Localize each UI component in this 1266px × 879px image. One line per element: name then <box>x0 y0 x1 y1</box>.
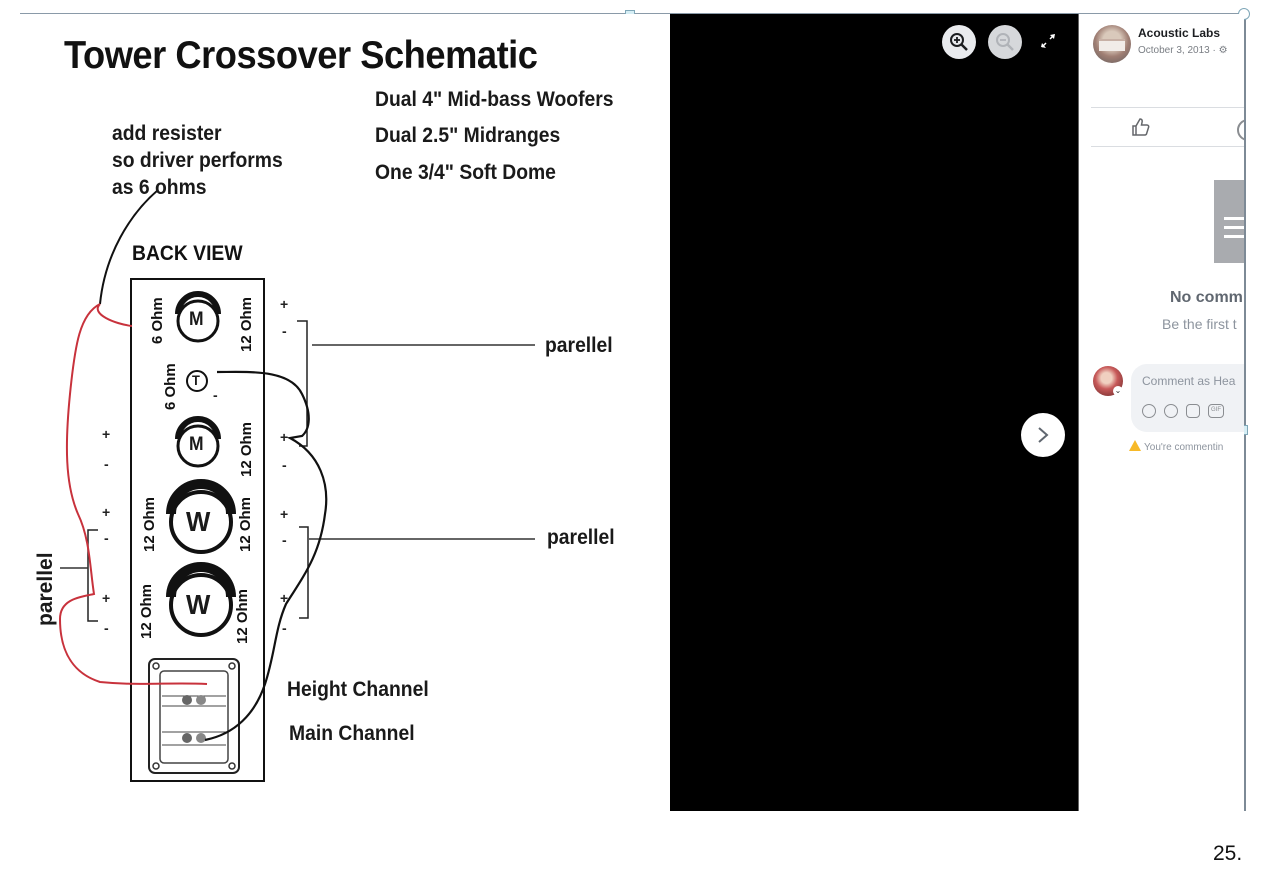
chevron-right-icon <box>1038 427 1049 443</box>
minus-mark: - <box>104 620 109 636</box>
plus-mark: + <box>102 504 111 520</box>
wire-height-channel <box>58 303 208 685</box>
page-number: 25. <box>1213 842 1243 865</box>
terminal-plate <box>148 658 240 774</box>
zoom-out-button[interactable] <box>988 25 1022 59</box>
note-line: as 6 ohms <box>112 176 207 199</box>
minus-mark: - <box>213 387 218 403</box>
fullscreen-icon[interactable] <box>1040 33 1056 49</box>
divider <box>1091 107 1244 108</box>
spec-tweeter: One 3/4" Soft Dome <box>375 161 556 184</box>
ohm-label: 12 Ohm <box>238 296 255 352</box>
height-channel-label: Height Channel <box>287 678 429 701</box>
driver-letter: W <box>186 506 211 537</box>
comment-input[interactable]: Comment as Hea GIF <box>1131 364 1244 432</box>
camera-icon[interactable] <box>1186 404 1200 418</box>
emoji-icon[interactable] <box>1164 404 1178 418</box>
driver-woofer-2 <box>166 562 236 637</box>
spec-woofers: Dual 4" Mid-bass Woofers <box>375 88 614 111</box>
divider <box>1091 146 1244 147</box>
driver-midrange-1 <box>175 291 221 343</box>
parallel-label-lower: parellel <box>547 526 615 549</box>
minus-mark: - <box>282 323 287 339</box>
ohm-label: 6 Ohm <box>162 363 179 410</box>
bracket-lower <box>299 526 309 619</box>
comment-placeholder: Comment as Hea <box>1142 374 1236 388</box>
driver-letter: W <box>186 589 211 620</box>
warning-icon <box>1129 440 1141 451</box>
zoom-in-icon <box>950 33 968 51</box>
plus-mark: + <box>280 506 289 522</box>
main-channel-label: Main Channel <box>289 722 415 745</box>
cabinet-outline <box>130 278 265 782</box>
driver-letter: M <box>189 434 204 455</box>
note-line: add resister <box>112 122 222 145</box>
resistor-note: add resister so driver performs as 6 ohm… <box>112 120 283 201</box>
plus-mark: + <box>280 590 289 606</box>
plus-mark: + <box>280 429 289 445</box>
driver-midrange-2 <box>175 416 221 468</box>
minus-mark: - <box>282 620 287 636</box>
spec-midranges: Dual 2.5" Midranges <box>375 124 561 147</box>
schematic-drawing <box>58 189 535 782</box>
next-photo-button[interactable] <box>1021 413 1065 457</box>
minus-mark: - <box>104 456 109 472</box>
bracket-upper <box>297 320 308 447</box>
gif-icon[interactable]: GIF <box>1208 404 1224 418</box>
driver-letter: T <box>192 372 200 388</box>
ohm-label: 12 Ohm <box>141 496 158 552</box>
parallel-label-upper: parellel <box>545 334 613 357</box>
no-comments-subtitle: Be the first t <box>1162 316 1237 332</box>
plus-mark: + <box>280 296 289 312</box>
bracket-left <box>87 529 98 622</box>
ohm-label: 12 Ohm <box>138 583 155 639</box>
back-view-label: BACK VIEW <box>132 242 243 265</box>
ohm-label: 6 Ohm <box>149 297 166 344</box>
commenting-as-warning: You're commentin <box>1129 440 1223 453</box>
driver-woofer-1 <box>166 479 236 554</box>
parallel-label-left: parellel <box>34 552 57 626</box>
wire-main-channel <box>204 370 328 742</box>
ohm-label: 12 Ohm <box>238 421 255 477</box>
driver-letter: M <box>189 309 204 330</box>
plus-mark: + <box>102 590 111 606</box>
zoom-out-icon <box>996 33 1014 51</box>
sticker-icon[interactable] <box>1142 404 1156 418</box>
post-side-panel: Acoustic Labs October 3, 2013 · ⚙ No com… <box>1079 14 1244 811</box>
zoom-in-button[interactable] <box>942 25 976 59</box>
chevron-down-icon[interactable]: ⌄ <box>1113 386 1123 396</box>
schematic-image: Tower Crossover Schematic Dual 4" Mid-ba… <box>20 14 670 811</box>
wire-note-pointer <box>99 189 159 305</box>
selection-frame-right <box>1244 13 1246 811</box>
note-line: so driver performs <box>112 149 283 172</box>
no-comments-title: No comm <box>1170 289 1243 306</box>
photo-viewer <box>670 14 1079 811</box>
driver-tweeter <box>186 370 208 392</box>
post-date[interactable]: October 3, 2013 · ⚙ <box>1138 45 1228 56</box>
page-avatar[interactable] <box>1093 25 1131 63</box>
minus-mark: - <box>282 532 287 548</box>
ohm-label: 12 Ohm <box>234 588 251 644</box>
comment-icon[interactable] <box>1237 119 1244 141</box>
minus-mark: - <box>104 530 109 546</box>
ohm-label: 12 Ohm <box>237 496 254 552</box>
minus-mark: - <box>282 457 287 473</box>
warning-text: You're commentin <box>1144 442 1224 453</box>
empty-comments-illustration <box>1214 180 1244 263</box>
plus-mark: + <box>102 426 111 442</box>
schematic-title: Tower Crossover Schematic <box>64 34 538 77</box>
page-name-link[interactable]: Acoustic Labs <box>1138 26 1221 40</box>
like-icon[interactable] <box>1131 117 1151 137</box>
